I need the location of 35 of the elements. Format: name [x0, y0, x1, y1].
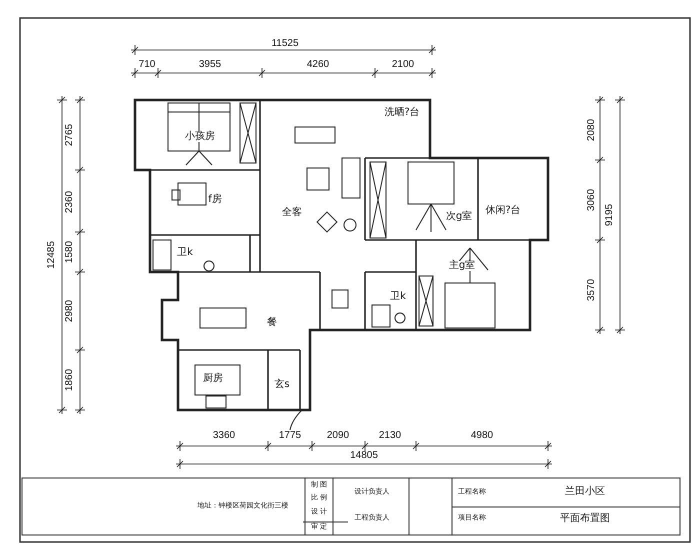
room-name: 主g室 [448, 261, 476, 271]
dimension-text: 710 [138, 60, 156, 70]
dimension-text: 2360 [65, 190, 75, 214]
dimension-text: 3955 [198, 60, 222, 70]
room-name: 厨房 [203, 374, 223, 384]
dimension-text: 2080 [587, 118, 597, 142]
room-name: 洗晒?台 [384, 108, 420, 118]
dimension-text: 3060 [587, 188, 597, 212]
dimension-text: 2130 [378, 431, 402, 441]
room-name: 休闲?台 [485, 206, 521, 216]
dimension-text: 2765 [65, 124, 75, 146]
dimension-text: 2100 [392, 60, 414, 70]
dimension-text: 9195 [605, 204, 615, 226]
room-name: 卫k [390, 292, 406, 302]
room-name: 小孩房 [185, 132, 215, 142]
dimension-text: 2980 [65, 300, 75, 322]
room-name: 次g室 [446, 212, 472, 222]
dimension-text: 1580 [65, 240, 75, 264]
room-name: f房 [208, 195, 222, 205]
dimension-text: 3570 [587, 278, 597, 302]
title-block-text: 平面布置图 [560, 514, 610, 524]
dimension-text: 1860 [65, 368, 75, 392]
dimension-text: 2090 [326, 431, 350, 441]
dimension-text: 11525 [271, 39, 299, 49]
room-name: 全客 [282, 208, 302, 218]
room-name: 玄s [274, 380, 290, 390]
dimension-text: 4980 [470, 431, 494, 441]
title-block-text: 兰田小区 [565, 487, 605, 497]
room-name: 餐 [267, 318, 277, 328]
room-name: 卫k [177, 248, 193, 258]
dimension-text: 14805 [350, 451, 378, 461]
dimension-text: 12485 [47, 241, 57, 269]
dimension-text: 3360 [212, 431, 236, 441]
dimension-text: 4260 [306, 60, 330, 70]
dimension-text: 1775 [278, 431, 302, 441]
